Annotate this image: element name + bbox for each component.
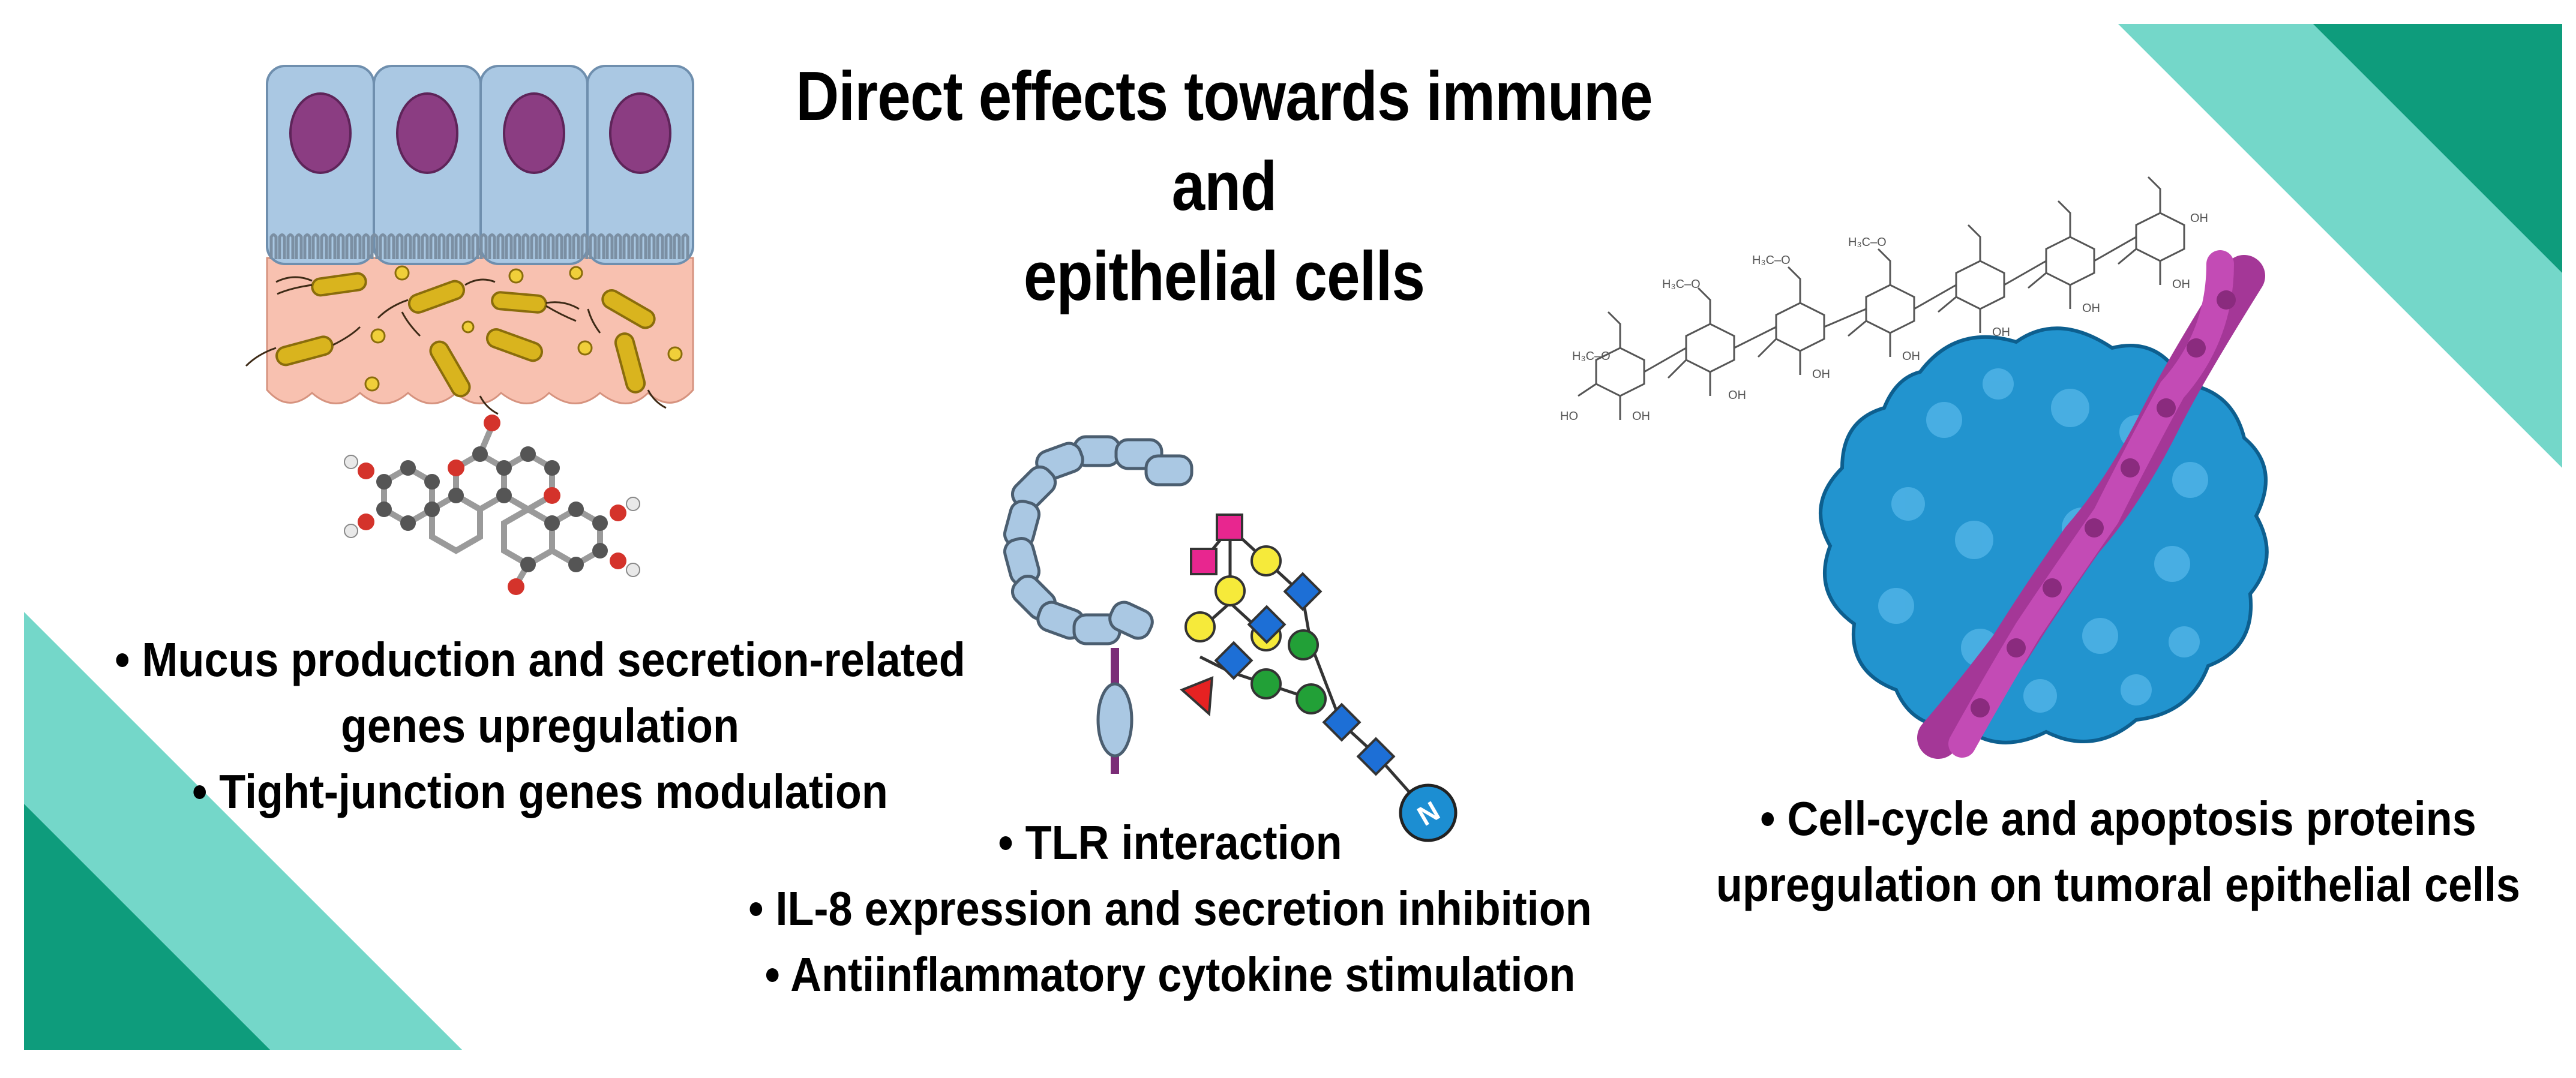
svg-text:OH: OH [1902, 350, 1920, 363]
bacteria [275, 272, 656, 398]
right-line-2: upregulation on tumoral epithelial cells [1716, 858, 2521, 911]
right-line-1: • Cell-cycle and apoptosis proteins [1760, 792, 2476, 845]
dna-texture [1971, 290, 2236, 717]
svg-text:H₃C–O: H₃C–O [1572, 350, 1611, 363]
middle-line-1: • TLR interaction [998, 816, 1342, 869]
svg-text:HO: HO [1560, 410, 1578, 423]
microvilli [269, 233, 689, 259]
left-effects-list: • Mucus production and secretion-related… [108, 627, 972, 825]
small-particles [364, 265, 683, 392]
right-effects-list: • Cell-cycle and apoptosis proteins upre… [1713, 786, 2523, 918]
middle-line-3: • Antiinflammatory cytokine stimulation [764, 948, 1576, 1001]
title-line-2: epithelial cells [1023, 237, 1425, 315]
bottom-left-triangles [24, 612, 462, 1050]
page-title: Direct effects towards immune and epithe… [791, 51, 1658, 321]
left-line-2: genes upregulation [340, 699, 740, 752]
top-right-triangles [2118, 24, 2562, 468]
svg-text:OH: OH [2190, 212, 2208, 225]
svg-text:OH: OH [1632, 410, 1650, 423]
svg-text:H₃C–O: H₃C–O [1848, 236, 1887, 249]
left-line-3: • Tight-junction genes modulation [192, 765, 888, 818]
svg-text:OH: OH [1728, 389, 1746, 402]
middle-effects-list: • TLR interaction • IL-8 expression and … [733, 810, 1608, 1008]
svg-text:OH: OH [1812, 368, 1830, 381]
nuclei [289, 92, 671, 174]
title-line-1: Direct effects towards immune and [796, 57, 1653, 225]
svg-text:OH: OH [2172, 278, 2190, 291]
middle-line-2: • IL-8 expression and secretion inhibiti… [748, 882, 1592, 935]
bacteria-flagella [245, 276, 667, 415]
svg-text:H₃C–O: H₃C–O [1752, 254, 1791, 267]
left-line-1: • Mucus production and secretion-related [115, 633, 965, 686]
svg-text:H₃C–O: H₃C–O [1662, 278, 1701, 291]
svg-text:OH: OH [1992, 326, 2010, 339]
svg-text:OH: OH [2082, 302, 2100, 315]
